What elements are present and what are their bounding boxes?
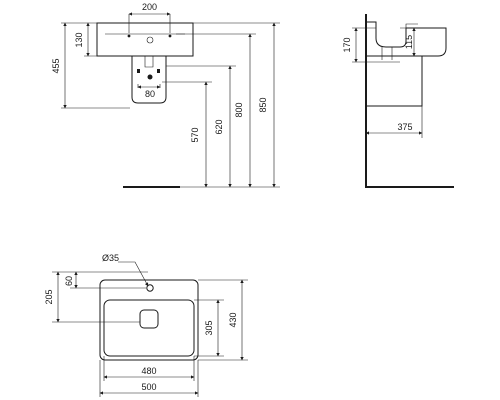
dim-tap-hole-label: Ø35 [102,253,119,263]
dim-500: 500 [99,360,199,397]
dim-800-label: 800 [234,102,244,117]
dim-115-label: 115 [404,35,414,49]
top-drain [139,309,159,329]
front-overflow [146,36,154,44]
front-supply-right [157,69,160,73]
dim-305: 305 [194,299,224,357]
dim-tap-hole: Ø35 [102,253,149,287]
side-trap [381,47,393,60]
dim-375: 375 [365,106,423,138]
dim-60: 60 [64,271,148,289]
front-supply-left [137,69,140,73]
dim-130-label: 130 [74,32,84,47]
side-view: 170 115 375 [342,14,454,188]
front-tap-hole-right [168,34,172,38]
side-basin-rim [405,23,418,28]
dim-620-label: 620 [214,119,224,134]
dim-500-label: 500 [141,382,156,392]
dim-115: 115 [400,27,418,57]
front-pedestal [131,56,167,104]
front-waste-outlet [147,74,153,80]
dim-570: 570 [162,81,212,188]
front-tap-hole-left [127,34,131,38]
dim-205: 205 [44,271,140,323]
dim-130: 130 [74,22,97,57]
dim-480: 480 [103,356,195,381]
top-basin-bowl [103,299,195,357]
dim-430-label: 430 [228,312,238,327]
side-pedestal [365,55,423,107]
dim-170: 170 [342,27,400,63]
dim-455: 455 [51,22,130,109]
dim-200: 200 [128,2,171,33]
front-basin [96,22,194,57]
dim-80: 80 [137,84,161,99]
front-waste-pipe [144,56,154,68]
dim-205-label: 205 [44,289,54,304]
top-view: Ø35 60 205 305 430 480 [44,253,248,397]
side-basin-profile [366,21,447,57]
dim-430: 430 [198,279,248,361]
dim-850: 850 [193,22,280,188]
dim-480-label: 480 [141,366,156,376]
dim-170-label: 170 [342,37,352,52]
dim-305-label: 305 [204,320,214,335]
dim-60-label: 60 [64,276,74,286]
dim-80-label: 80 [145,89,155,99]
front-view: 200 130 455 80 570 620 [51,2,280,188]
dim-455-label: 455 [51,58,61,73]
dim-620: 620 [166,65,236,188]
dim-375-label: 375 [397,122,412,132]
dim-850-label: 850 [258,97,268,112]
dim-200-label: 200 [142,2,157,12]
dim-570-label: 570 [190,127,200,142]
dim-800: 800 [176,33,256,188]
top-tap-hole [146,284,154,292]
top-basin-outer [99,279,199,361]
